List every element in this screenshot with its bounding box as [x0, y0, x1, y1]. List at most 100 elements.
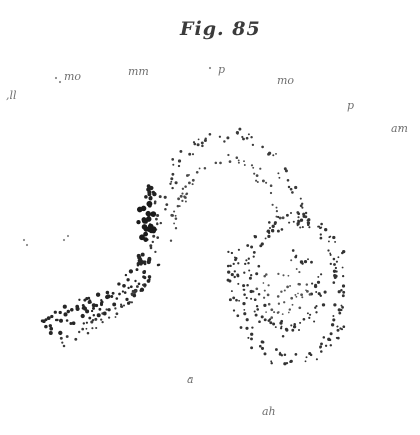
stipple-dot-limb [58, 330, 63, 336]
stipple-dot-arch [284, 169, 288, 173]
stipple-dot-lobe-core [298, 306, 302, 310]
stipple-dot-lobe [266, 230, 269, 233]
stipple-dot-lobe-core [298, 282, 301, 286]
stipple-dot-limb-edge [94, 317, 98, 321]
stipple-dot-lobe [239, 326, 243, 329]
stipple-dot-faint [188, 376, 192, 380]
stipple-dot-limb [82, 322, 85, 325]
stipple-dot-limb [147, 256, 152, 261]
stipple-dot-limb-edge [107, 316, 111, 319]
stipple-dot-lobe-core [297, 292, 299, 295]
stipple-dot-lobe [324, 344, 328, 347]
stipple-dot-arch [226, 136, 230, 140]
stipple-dot-lobe-core [276, 295, 280, 298]
stipple-dot-arch [155, 217, 158, 221]
stipple-dot-arch [272, 154, 275, 157]
stipple-dot-lobe [342, 249, 346, 254]
stipple-dot-limb [87, 296, 91, 300]
stipple-dot-lobe [250, 297, 253, 300]
stipple-dot-limb-edge [114, 316, 117, 318]
stipple-dot-lobe-core [277, 302, 281, 305]
stipple-dot-lobe [281, 334, 285, 338]
stipple-dot-inner-arch [265, 181, 268, 184]
stipple-dot-lobe [246, 244, 250, 247]
stipple-dot-arch [156, 236, 160, 239]
stipple-dot-limb-edge [143, 285, 146, 288]
stipple-dot-limb [127, 286, 130, 290]
stipple-dot-limb [62, 304, 67, 309]
stipple-dot-lobe [291, 249, 295, 252]
stipple-dot-arch [247, 133, 250, 136]
stipple-dot-lobe [324, 228, 328, 232]
stipple-dot-lobe [308, 316, 311, 319]
stipple-dot-limb [123, 291, 127, 294]
stipple-dot-cluster [149, 196, 153, 200]
stipple-dot-lobe-core [280, 290, 283, 293]
stipple-dot-arch [201, 144, 204, 148]
stipple-dot-lobe [256, 308, 260, 311]
stipple-dot-inner-arch [281, 216, 285, 220]
stipple-dot-lobe [308, 351, 312, 356]
stipple-dot-inner-arch [184, 185, 187, 188]
stipple-dot-arch [193, 142, 197, 146]
stipple-dot-lobe [328, 236, 331, 239]
stipple-dot-limb-edge [122, 304, 126, 307]
stipple-dot-limb-edge [65, 335, 69, 338]
stipple-dot-limb [71, 321, 76, 326]
stipple-dot-cluster [143, 219, 148, 224]
stipple-dot-cluster [149, 185, 154, 191]
stipple-dot-lobe [299, 321, 302, 324]
stipple-dot-limb [81, 304, 85, 307]
stipple-dot-arch [149, 246, 153, 250]
stipple-dot-limb [53, 310, 57, 314]
stipple-dot-limb [105, 290, 110, 295]
stipple-dot-lobe [315, 291, 318, 293]
stipple-dot-faint [62, 238, 66, 242]
stipple-dot-lobe-core [295, 295, 298, 298]
stipple-dot-lobe [320, 222, 323, 226]
stipple-dot-inner-arch [237, 161, 240, 164]
stipple-dot-lobe [237, 282, 240, 285]
stipple-dot-inner-arch [198, 167, 201, 170]
stipple-dot-lobe [328, 338, 332, 342]
stipple-dot-limb-edge [91, 327, 94, 330]
stipple-dot-arch [172, 163, 175, 166]
stipple-dot-lobe [267, 319, 271, 322]
stipple-dot-inner-arch [237, 159, 240, 162]
stipple-dot-lobe-core [281, 313, 284, 315]
stipple-dot-limb-edge [78, 330, 81, 334]
stipple-dot-lobe [335, 336, 338, 339]
stipple-dot-limb-edge [128, 301, 131, 304]
stipple-dot-inner-arch [177, 197, 181, 201]
stipple-dot-inner-arch [191, 178, 195, 182]
stipple-dot-lobe [297, 212, 301, 216]
stipple-dot-lobe [337, 290, 341, 294]
stipple-dot-arch [179, 149, 183, 153]
stipple-dot-lobe-core [283, 301, 286, 304]
stipple-dot-lobe [336, 325, 339, 328]
stipple-dot-limb-edge [74, 337, 78, 341]
stipple-dot-arch [163, 195, 167, 199]
stipple-dot-lobe [263, 352, 267, 356]
stipple-dot-arch [159, 221, 163, 225]
stipple-dot-lobe [230, 251, 234, 255]
stipple-dot-lobe [314, 306, 317, 309]
stipple-dot-arch [287, 185, 291, 189]
stipple-dot-arch [208, 132, 212, 136]
stipple-dot-lobe [320, 226, 323, 229]
stipple-dot-limb [124, 273, 128, 277]
label-p-right: p [347, 99, 355, 112]
stipple-dot-lobe [289, 211, 293, 215]
stipple-dot-lobe [237, 248, 240, 251]
stipple-dot-inner-arch [269, 191, 273, 195]
stipple-dot-lobe-core [298, 271, 301, 274]
stipple-dot-lobe [270, 360, 273, 363]
stipple-dot-cluster [140, 205, 147, 212]
stipple-dot-limb [140, 252, 145, 257]
stipple-dot-lobe-core [291, 303, 294, 306]
stipple-dot-limb [118, 292, 121, 296]
stipple-dot-lobe [329, 253, 332, 256]
stipple-dot-lobe [246, 284, 249, 287]
stipple-dot-lobe [322, 336, 326, 339]
stipple-dot-lobe [342, 325, 346, 329]
